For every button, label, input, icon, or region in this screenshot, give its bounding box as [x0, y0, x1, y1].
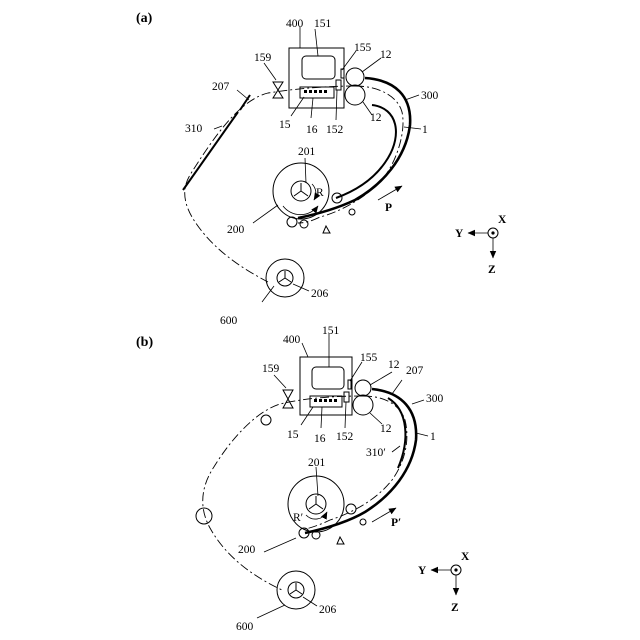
label-400-b: 400: [283, 334, 301, 346]
label-16: 16: [306, 124, 318, 136]
label-12-bottom-b: 12: [380, 423, 392, 435]
label-15-b: 15: [287, 429, 299, 441]
axis-x-label: X: [498, 214, 507, 226]
axis-y-label-b: Y: [418, 565, 427, 577]
drum-spokes-b-icon: [309, 496, 323, 509]
label-152-b: 152: [336, 431, 354, 443]
label-12-bottom: 12: [370, 112, 382, 124]
axis-x-label-b: X: [461, 551, 470, 563]
label-200: 200: [227, 224, 245, 236]
label-310: 310: [185, 123, 203, 135]
panel-b: (b): [136, 325, 470, 633]
label-r-prime: R′: [293, 512, 303, 524]
label-16-b: 16: [314, 433, 326, 445]
label-300: 300: [421, 90, 439, 102]
label-15: 15: [279, 119, 291, 131]
part-155-b: [348, 380, 351, 389]
label-600: 600: [220, 315, 238, 327]
label-207-b: 207: [406, 365, 424, 377]
valve-159-b-icon: [283, 390, 293, 408]
axis-z-label: Z: [488, 264, 496, 276]
label-206: 206: [311, 288, 329, 300]
arrow-p: [378, 186, 402, 200]
roll-spokes-icon: [279, 271, 291, 282]
part-152: [336, 80, 341, 90]
axis-z-label-b: Z: [451, 602, 459, 614]
valve-159-icon: [273, 82, 283, 98]
part-155: [341, 69, 344, 78]
label-207: 207: [212, 81, 230, 93]
label-400: 400: [286, 18, 304, 30]
label-12-top-b: 12: [388, 359, 400, 371]
idler-roller-b: [346, 504, 356, 514]
label-155-b: 155: [360, 352, 378, 364]
roller-12-top-b: [355, 380, 371, 396]
label-159: 159: [254, 52, 272, 64]
roller-12-bottom: [345, 85, 365, 105]
label-155: 155: [354, 42, 372, 54]
small-idler-roller: [349, 209, 355, 215]
unit-400: [289, 48, 344, 108]
drum-spokes-icon: [294, 183, 308, 196]
label-152: 152: [326, 124, 344, 136]
leaders-a: [214, 27, 421, 302]
label-159-b: 159: [262, 363, 280, 375]
head-nozzles-b: [314, 399, 337, 402]
unit-400-b: [300, 357, 352, 415]
label-206-b: 206: [319, 604, 337, 616]
panel-a: (a): [136, 11, 507, 327]
label-200-b: 200: [238, 544, 256, 556]
label-1: 1: [422, 124, 428, 136]
axes-b: Y X Z: [418, 551, 470, 614]
roller-12-bottom-b: [353, 395, 373, 415]
sensor-triangle-icon: [323, 226, 330, 233]
label-600-b: 600: [236, 621, 254, 633]
housing-400: [289, 48, 344, 108]
axes-a: Y X Z: [455, 214, 507, 276]
guide-roller-b: [261, 415, 271, 425]
label-151-b: 151: [322, 325, 340, 337]
web-path-b: [203, 396, 407, 590]
rotation-r-prime-arrow: [306, 512, 327, 519]
label-201-b: 201: [308, 457, 326, 469]
panel-b-title: (b): [136, 335, 153, 350]
label-1-b: 1: [430, 431, 436, 443]
nip-roller-1: [287, 217, 297, 227]
roller-12-top: [346, 68, 364, 86]
part-152-b: [344, 392, 349, 402]
small-idler-roller-b: [360, 519, 366, 525]
roll-spokes-b-icon: [290, 583, 302, 594]
label-12-top: 12: [380, 49, 392, 61]
axis-y-label: Y: [455, 228, 464, 240]
label-p: P: [385, 202, 392, 214]
screen-151: [302, 56, 335, 79]
head-nozzles: [304, 90, 327, 93]
nip-roller-2: [300, 220, 308, 228]
label-300-b: 300: [426, 393, 444, 405]
label-p-prime: P′: [391, 517, 401, 529]
screen-151-b: [312, 367, 344, 389]
belt-1-segment: [336, 105, 396, 198]
panel-a-title: (a): [136, 11, 153, 26]
label-310p: 310′: [366, 447, 386, 459]
label-201: 201: [298, 146, 316, 158]
sensor-triangle-b-icon: [337, 537, 344, 544]
label-r: R: [316, 187, 324, 199]
label-151: 151: [314, 18, 332, 30]
